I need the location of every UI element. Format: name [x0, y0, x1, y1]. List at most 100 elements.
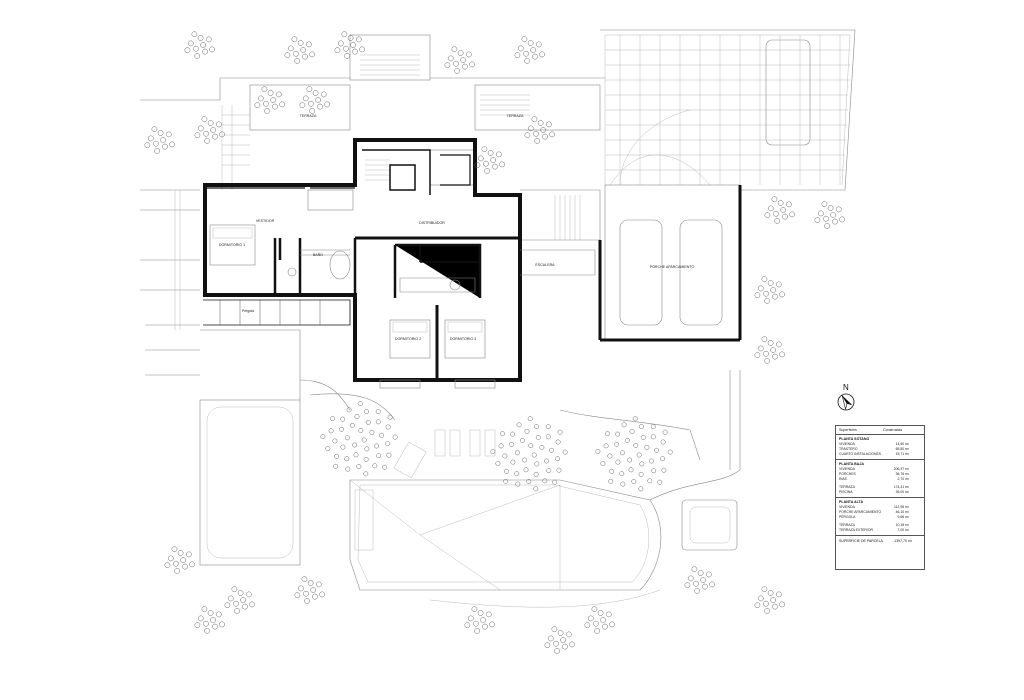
label-distribuidor: DISTRIBUIDOR [419, 221, 445, 225]
surface-row: VIVIENDA 14,60 m² [839, 442, 921, 447]
surface-row: TERRAZA 174,41 m² [839, 485, 921, 490]
tree-symbol [164, 546, 195, 574]
surface-row-label: PORCHE APARCAMIENTO [839, 510, 882, 514]
walls [203, 138, 596, 389]
tree-symbol [490, 416, 568, 492]
surface-row-value: 15,71 m² [895, 452, 909, 456]
label-dormitorio-3: DORMITORIO 3 [450, 337, 476, 341]
surface-row: PÉRGOLA 9,66 m² [839, 515, 921, 520]
label-bano: BAÑO [313, 252, 323, 257]
tree-symbol [814, 201, 845, 229]
tree-symbol [544, 626, 575, 654]
surface-row-value: 10,18 m² [895, 523, 909, 527]
surface-row-value: 112,98 m² [893, 505, 909, 509]
surface-row-value: 46,10 m² [895, 510, 909, 514]
surface-row-label: PORCHES [839, 472, 856, 476]
header-superficies: Superficies [839, 428, 857, 432]
surface-row-label: TERRAZA [839, 523, 855, 527]
surface-row-label: PÉRGOLA [839, 515, 856, 519]
surface-row-value: 2,70 m² [897, 477, 910, 481]
tree-symbol [224, 586, 255, 614]
tree-symbol [320, 401, 398, 477]
tree-symbol [194, 116, 225, 144]
header-construidas: Construidas [883, 428, 903, 432]
room-labels: DORMITORIO 1 DORMITORIO 2 DORMITORIO 3 B… [219, 114, 695, 341]
surface-row-label: RIAS [839, 477, 847, 481]
vegetation [144, 31, 845, 654]
tree-symbol [184, 31, 215, 59]
tree-symbol [584, 606, 615, 634]
surface-row: CUARTO INSTALACIONES 15,71 m² [839, 452, 921, 457]
tree-symbol [294, 576, 325, 604]
surface-row-value: 174,41 m² [893, 485, 909, 489]
tree-symbol [754, 336, 785, 364]
paving-pattern [605, 35, 850, 185]
surface-section-title: PLANTA ALTA [839, 500, 864, 504]
tree-symbol [284, 36, 315, 64]
surface-row-label: VIVIENDA [839, 442, 855, 446]
label-dormitorio-2: DORMITORIO 2 [395, 337, 421, 341]
surface-total-value: 1397,70 m² [894, 539, 912, 543]
surface-row: RIAS 2,70 m² [839, 477, 921, 482]
label-terraza: TERRAZA [300, 114, 317, 118]
surface-row: TERRAZA 10,18 m² [839, 523, 921, 528]
ground-floor-outline [145, 324, 741, 608]
surface-row-label: TRASTERO [839, 447, 858, 451]
upper-terraces [221, 34, 601, 241]
surface-total-row: SUPERFICIE DE PARCELA 1397,70 m² [836, 536, 924, 543]
surface-section-title: PLANTA BAJA [839, 462, 864, 466]
surface-section-title: PLANTA SÓTANO [839, 437, 870, 441]
tree-symbol [754, 276, 785, 304]
surface-row-value: 9,66 m² [897, 515, 910, 519]
label-pergola: Pérgola [242, 309, 254, 313]
surface-row: VIVIENDA 112,98 m² [839, 505, 921, 510]
label-escalera: ESCALERA [535, 263, 555, 267]
surface-row-value: 14,60 m² [895, 442, 909, 446]
tree-symbol [144, 126, 175, 154]
furniture [209, 224, 486, 359]
label-terraza-exterior: TERRAZA [507, 114, 524, 118]
surface-row-label: VIVIENDA [839, 505, 855, 509]
parking-porch[interactable] [598, 184, 742, 342]
surface-row-value: 65,80 m² [895, 447, 909, 451]
label-dormitorio-1: DORMITORIO 1 [219, 243, 245, 247]
tree-symbol [595, 416, 673, 492]
surface-row: TRASTERO 65,80 m² [839, 447, 921, 452]
surface-row-label: VIVIENDA [839, 467, 855, 471]
tree-symbol [754, 586, 785, 614]
surface-row: PORCHE APARCAMIENTO 46,10 m² [839, 510, 921, 515]
surface-row-label: TERRAZA [839, 485, 855, 489]
surface-row: VIVIENDA 206,37 m² [839, 467, 921, 472]
north-arrow: N [834, 382, 858, 414]
surface-total-label: SUPERFICIE DE PARCELA [839, 539, 883, 543]
north-label: N [843, 383, 849, 392]
surface-row-value: 36,76 m² [895, 472, 909, 476]
tree-symbol [444, 46, 475, 74]
surface-row-label: CUARTO INSTALACIONES [839, 452, 882, 456]
tree-symbol [474, 146, 505, 174]
surface-row: PORCHES 36,76 m² [839, 472, 921, 477]
tree-symbol [299, 86, 330, 114]
tree-symbol [334, 31, 365, 59]
surface-row-value: 206,37 m² [893, 467, 909, 471]
surface-row: TERRAZA EXTERIOR 7,00 m² [839, 528, 921, 533]
tree-symbol [464, 606, 495, 634]
site-boundary [140, 29, 856, 330]
surface-row-label: TERRAZA EXTERIOR [839, 528, 873, 532]
tree-symbol [764, 196, 795, 224]
label-porche-aparcamiento: PORCHE APARCAMIENTO [650, 265, 695, 269]
tree-symbol [514, 36, 545, 64]
surface-table-header: Superficies Construidas [836, 426, 924, 435]
tree-symbol [254, 86, 285, 114]
label-vestidor: VESTIDOR [256, 219, 275, 223]
surface-row-value: 7,00 m² [897, 528, 910, 532]
tree-symbol [524, 116, 555, 144]
surface-row-value: 35,00 m² [895, 490, 909, 494]
